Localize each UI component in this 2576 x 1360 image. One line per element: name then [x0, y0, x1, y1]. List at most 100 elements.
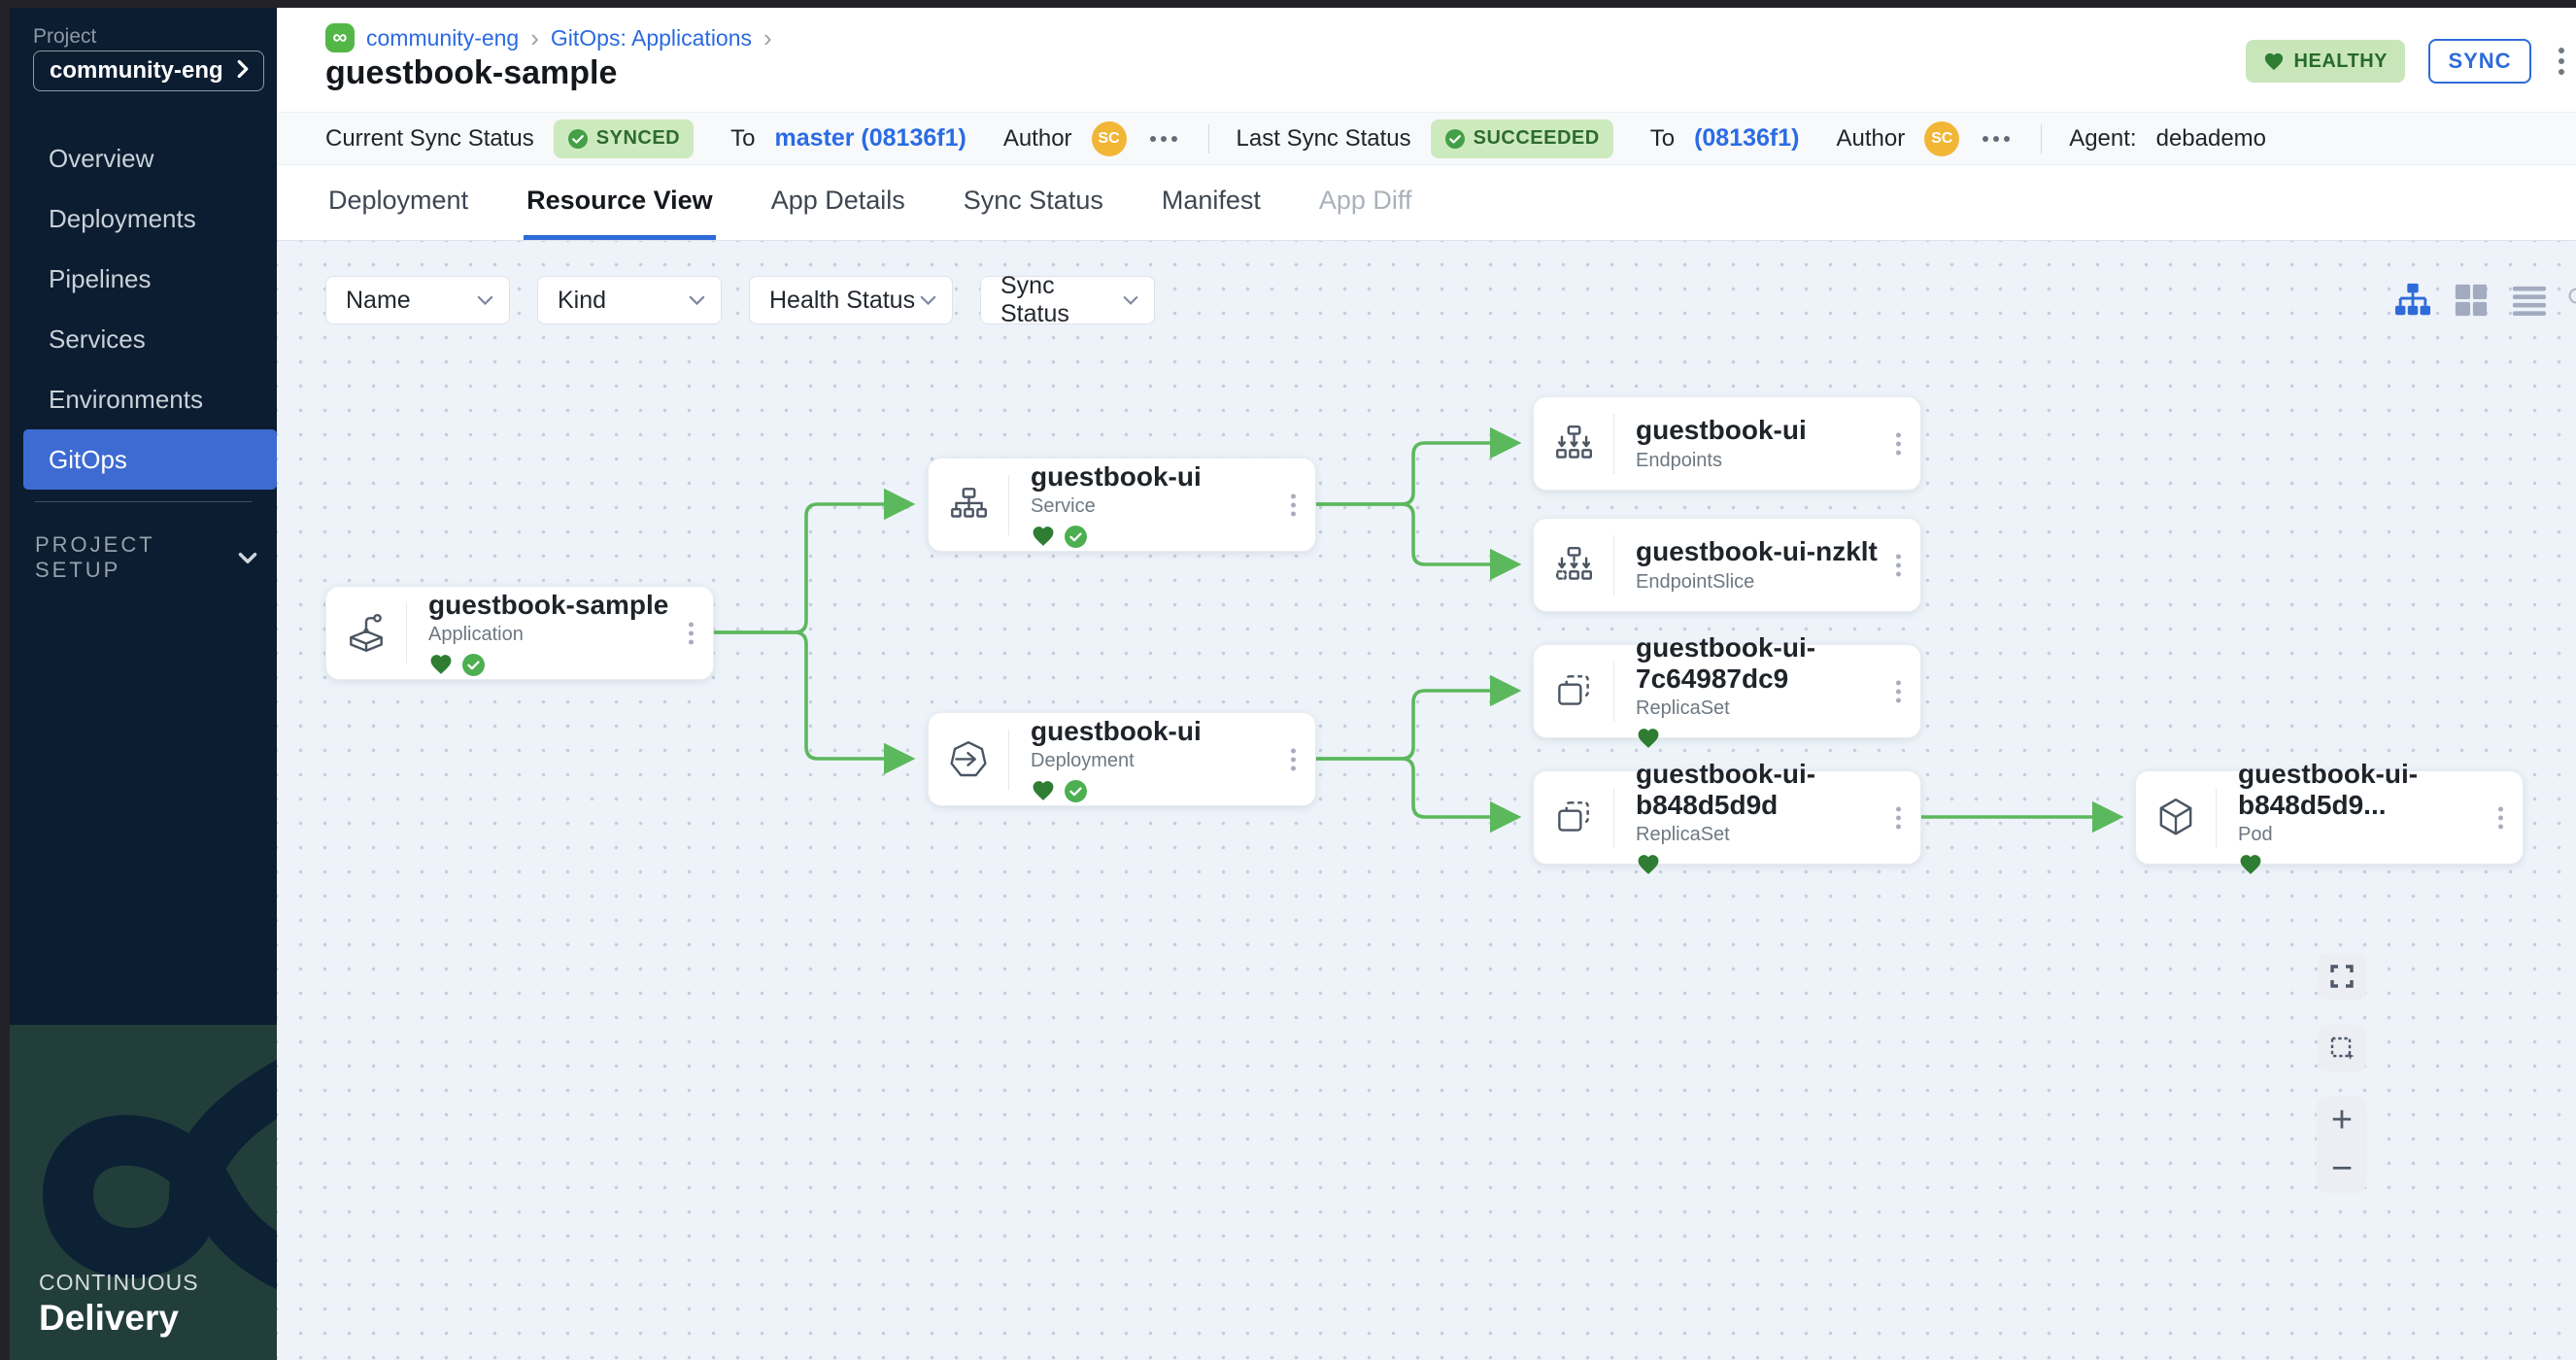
node-replicaset-2[interactable]: guestbook-ui-b848d5d9d ReplicaSet	[1533, 770, 1921, 865]
filter-kind[interactable]: Kind	[537, 276, 722, 324]
kebab-menu-icon[interactable]	[1892, 802, 1905, 833]
project-selector[interactable]: community-eng	[33, 51, 264, 91]
breadcrumb-section-link[interactable]: GitOps: Applications	[551, 25, 752, 51]
cloud-network-view-icon[interactable]	[2567, 280, 2576, 321]
breadcrumb-separator: ›	[763, 25, 772, 51]
healthy-heart-icon	[428, 653, 454, 676]
project-setup-label: PROJECT SETUP	[35, 532, 220, 583]
deployment-icon	[929, 737, 1008, 782]
node-replicaset-1[interactable]: guestbook-ui-7c64987dc9 ReplicaSet	[1533, 644, 1921, 738]
filter-sync-status[interactable]: Sync Status	[980, 276, 1155, 324]
status-bar: Current Sync Status SYNCED To master (08…	[277, 112, 2576, 165]
kebab-menu-icon[interactable]	[1287, 490, 1300, 520]
page-header: ∞ community-eng › GitOps: Applications ›…	[277, 8, 2576, 112]
node-kind: Pod	[2238, 824, 2523, 846]
service-icon	[929, 483, 1008, 527]
application-icon	[326, 611, 406, 656]
author-label: Author	[1003, 125, 1072, 153]
fullscreen-button[interactable]	[2318, 953, 2366, 1000]
sidebar-item-deployments[interactable]: Deployments	[10, 188, 277, 249]
tab-sync-status[interactable]: Sync Status	[961, 165, 1106, 240]
filter-kind-label: Kind	[558, 287, 606, 315]
node-kind: Endpoints	[1636, 450, 1807, 472]
author-label: Author	[1836, 125, 1905, 153]
sidebar-item-pipelines[interactable]: Pipelines	[10, 249, 277, 309]
kebab-menu-icon[interactable]	[1892, 428, 1905, 459]
healthy-heart-icon	[2238, 853, 2263, 876]
node-application[interactable]: guestbook-sample Application	[325, 586, 714, 680]
tab-resource-view[interactable]: Resource View	[524, 165, 716, 240]
resource-tree-canvas[interactable]: Name Kind Health Status Sync Status	[277, 241, 2576, 1360]
health-status-label: HEALTHY	[2294, 51, 2388, 73]
healthy-heart-icon	[1636, 727, 1661, 750]
fullscreen-icon	[2329, 964, 2355, 989]
chevron-down-icon	[238, 545, 257, 570]
window-frame-top	[0, 0, 2576, 8]
window-frame-left	[0, 0, 10, 1360]
succeeded-badge: SUCCEEDED	[1431, 119, 1613, 158]
synced-check-icon	[1065, 526, 1087, 548]
ellipsis-menu-icon[interactable]	[1979, 132, 2014, 146]
tab-app-diff[interactable]: App Diff	[1316, 165, 1415, 240]
ellipsis-menu-icon[interactable]	[1146, 132, 1181, 146]
breadcrumb-project-link[interactable]: community-eng	[366, 25, 519, 51]
status-divider	[1208, 124, 1209, 153]
filter-name-label: Name	[346, 287, 411, 315]
sidebar-item-gitops[interactable]: GitOps	[23, 429, 277, 490]
node-kind: ReplicaSet	[1636, 697, 1920, 720]
node-deployment[interactable]: guestbook-ui Deployment	[928, 712, 1316, 806]
synced-badge-label: SYNCED	[596, 127, 680, 150]
filter-health-status[interactable]: Health Status	[749, 276, 953, 324]
grid-view-icon[interactable]	[2451, 280, 2491, 321]
sidebar-item-overview[interactable]: Overview	[10, 128, 277, 188]
tab-app-details[interactable]: App Details	[768, 165, 908, 240]
zoom-in-button[interactable]: +	[2331, 1102, 2353, 1139]
marquee-select-button[interactable]	[2318, 1025, 2366, 1071]
node-endpoints[interactable]: guestbook-ui Endpoints	[1533, 396, 1921, 491]
synced-check-icon	[1065, 780, 1087, 802]
to-label: To	[1650, 125, 1675, 153]
to-label: To	[730, 125, 755, 153]
kebab-menu-icon[interactable]	[685, 618, 697, 648]
header-actions: HEALTHY SYNC	[2246, 39, 2568, 84]
list-view-icon[interactable]	[2509, 280, 2550, 321]
kebab-menu-icon[interactable]	[1892, 676, 1905, 706]
project-selector-value: community-eng	[50, 57, 223, 85]
current-revision-link[interactable]: master (08136f1)	[774, 124, 966, 153]
project-setup-toggle[interactable]: PROJECT SETUP	[35, 532, 257, 583]
sidebar-nav: Overview Deployments Pipelines Services …	[10, 128, 277, 490]
tab-deployment[interactable]: Deployment	[325, 165, 471, 240]
brand-line2: Delivery	[39, 1298, 199, 1339]
kebab-menu-icon[interactable]	[1892, 550, 1905, 580]
node-endpointslice[interactable]: guestbook-ui-nzklt EndpointSlice	[1533, 518, 1921, 612]
tab-bar: Deployment Resource View App Details Syn…	[277, 165, 2576, 241]
node-pod[interactable]: guestbook-ui-b848d5d9... Pod	[2135, 770, 2524, 865]
kebab-menu-icon[interactable]	[2494, 802, 2507, 833]
sidebar-item-environments[interactable]: Environments	[10, 369, 277, 429]
kebab-menu-icon[interactable]	[1287, 744, 1300, 774]
breadcrumb-separator: ›	[530, 25, 539, 51]
zoom-out-button[interactable]: −	[2331, 1150, 2353, 1187]
synced-check-icon	[462, 654, 485, 676]
sync-button[interactable]: SYNC	[2428, 39, 2531, 84]
synced-badge: SYNCED	[554, 119, 694, 158]
node-title: guestbook-ui	[1031, 716, 1202, 747]
tab-manifest[interactable]: Manifest	[1159, 165, 1264, 240]
tree-view-icon[interactable]	[2392, 280, 2433, 321]
last-revision-link[interactable]: (08136f1)	[1694, 124, 1799, 153]
node-service[interactable]: guestbook-ui Service	[928, 458, 1316, 552]
node-title: guestbook-ui-7c64987dc9	[1636, 632, 1920, 695]
chevron-down-icon	[1123, 295, 1138, 306]
project-label: Project	[33, 25, 96, 49]
filter-name[interactable]: Name	[325, 276, 510, 324]
author-avatar: SC	[1092, 121, 1127, 156]
node-title: guestbook-ui-b848d5d9d	[1636, 759, 1920, 821]
kebab-menu-icon[interactable]	[2555, 44, 2568, 79]
node-title: guestbook-ui	[1031, 461, 1202, 493]
sidebar-item-services[interactable]: Services	[10, 309, 277, 369]
current-sync-status-label: Current Sync Status	[325, 125, 534, 153]
last-sync-status-label: Last Sync Status	[1237, 125, 1411, 153]
marquee-select-icon	[2328, 1035, 2356, 1062]
pod-icon	[2136, 796, 2216, 840]
endpoints-icon	[1534, 422, 1613, 466]
